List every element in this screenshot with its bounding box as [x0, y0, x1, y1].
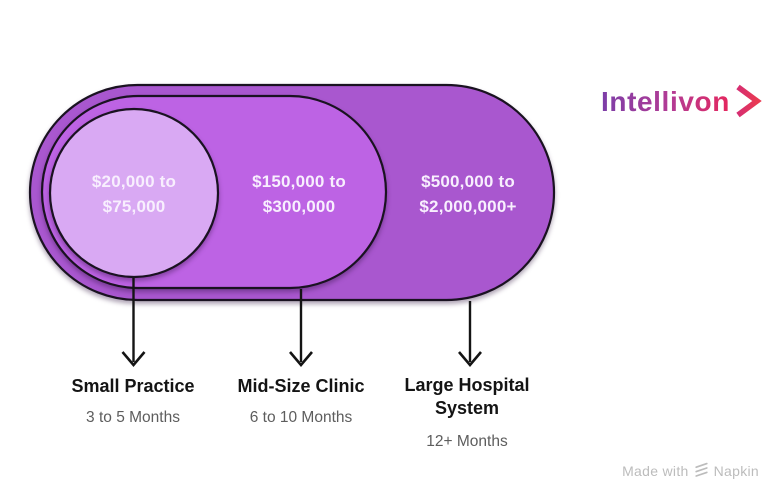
- tier-3-name: Large Hospital System: [404, 375, 530, 418]
- tier-1-duration: 3 to 5 Months: [86, 409, 180, 426]
- tier-1-name: Small Practice: [71, 376, 195, 396]
- brand-logo: Intellivon: [601, 84, 762, 118]
- arrow-down-icon: [121, 351, 146, 368]
- napkin-credit: Made with Napkin: [622, 462, 759, 479]
- tier-3-arrow: [458, 301, 482, 368]
- credit-brand: Napkin: [713, 462, 759, 479]
- tier-2-name: Mid-Size Clinic: [237, 376, 365, 396]
- napkin-icon: [694, 462, 708, 477]
- tier-1-arrow: [121, 278, 146, 368]
- tier-2-cost-range: $150,000 to $300,000: [252, 172, 346, 216]
- tier-1-circle: [48, 107, 220, 279]
- tier-2-arrow: [289, 289, 313, 368]
- arrow-down-icon: [458, 351, 482, 368]
- tier-3-cost-range: $500,000 to $2,000,000+: [419, 172, 517, 216]
- brand-logo-text: Intellivon: [601, 86, 730, 117]
- tier-2-duration: 6 to 10 Months: [249, 409, 353, 426]
- brand-chevron-icon: [736, 84, 762, 118]
- tier-3-duration: 12+ Months: [426, 433, 508, 450]
- arrow-down-icon: [289, 351, 313, 368]
- tier-1-cost-range: $20,000 to $75,000: [91, 172, 177, 216]
- credit-prefix: Made with: [622, 462, 689, 479]
